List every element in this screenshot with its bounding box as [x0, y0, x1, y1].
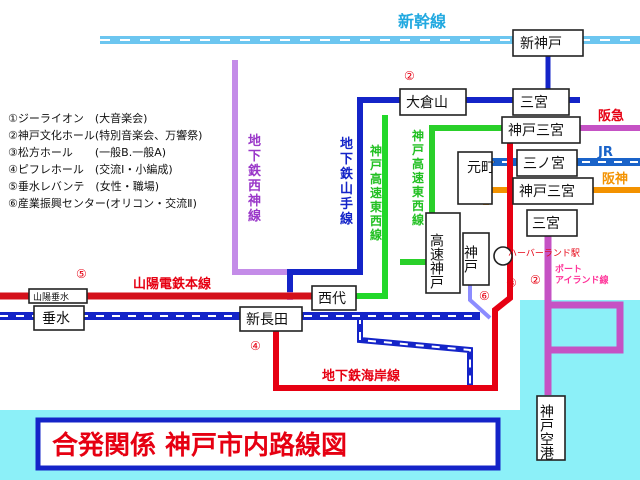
station-kobe[interactable] — [462, 232, 490, 286]
station-kobe-sannomiya-hanshin[interactable]: 神戸三宮 — [512, 177, 594, 205]
venue-marker-3: ③ — [506, 276, 517, 290]
kosoku-namboku-line — [468, 285, 492, 320]
station-kosoku-kobe[interactable] — [425, 212, 461, 294]
station-sannomiya-port[interactable]: 三宮 — [526, 209, 578, 237]
svg-text:三宮: 三宮 — [520, 95, 548, 111]
venue-marker-4: ④ — [250, 339, 261, 353]
kosoku-tozai-line-2 — [400, 125, 510, 265]
shinkansen-label: 新幹線 — [398, 12, 446, 31]
svg-text:神戸三宮: 神戸三宮 — [508, 123, 564, 139]
svg-text:三宮: 三宮 — [532, 216, 560, 232]
station-kobe-sannomiya-hankyu[interactable]: 神戸三宮 — [501, 116, 581, 144]
svg-text:新長田: 新長田 — [246, 312, 288, 328]
svg-text:元町: 元町 — [467, 160, 495, 176]
hanshin-label: 阪神 — [602, 171, 628, 187]
venue-item: ⑥産業振興センター(オリコン・交流Ⅱ) — [8, 196, 197, 210]
station-kobe-airport-label: 神戸空港 — [538, 404, 554, 460]
svg-text:山陽垂水: 山陽垂水 — [33, 291, 69, 303]
station-kobe-airport[interactable] — [536, 395, 566, 461]
venue-item: ①ジーライオン (大音楽会) — [8, 111, 147, 125]
venue-marker-2-okurayama: ② — [404, 69, 415, 83]
hankyu-label: 阪急 — [598, 108, 624, 124]
venue-item: ③松方ホール (一般B.一般A) — [8, 145, 166, 159]
kaigan-label: 地下鉄海岸線 — [322, 368, 401, 384]
kosoku-tozai-label: 神戸高速東西線 — [370, 143, 382, 242]
venue-marker-2-port: ② — [530, 273, 541, 287]
kaigan-line — [273, 140, 513, 391]
kosoku-tozai-label-2: 神戸高速東西線 — [412, 128, 424, 227]
map-title: 合発関係 神戸市内路線図 — [52, 430, 347, 461]
seishin-label: 地下鉄西神線 — [248, 133, 262, 224]
station-sannomiya-jr[interactable]: 三ノ宮 — [516, 149, 578, 177]
svg-text:西代: 西代 — [318, 291, 346, 307]
kosoku-branch-line — [357, 316, 473, 385]
station-kobe-label: 神戸 — [462, 245, 478, 273]
yamate-label: 地下鉄山手線 — [340, 136, 354, 227]
venue-marker-6: ⑥ — [479, 289, 490, 303]
seishin-line — [232, 60, 293, 300]
portliner-label: ポートアイランド線 — [555, 263, 609, 286]
venue-item: ②神戸文化ホール(特別音楽会、万響祭) — [8, 128, 202, 142]
station-harborland[interactable] — [493, 246, 513, 266]
station-okurayama[interactable]: 大倉山 — [399, 88, 467, 116]
station-tarumi[interactable]: 垂水 — [33, 305, 85, 331]
station-shin-kobe[interactable]: 新神戸 — [512, 29, 584, 57]
svg-text:神戸三宮: 神戸三宮 — [519, 184, 575, 200]
station-sannomiya-yamate[interactable]: 三宮 — [512, 88, 570, 116]
jr-label: JR — [597, 145, 613, 160]
venue-marker-5: ⑤ — [76, 267, 87, 281]
sanyo-label: 山陽電鉄本線 — [133, 276, 212, 292]
venue-list: ①ジーライオン (大音楽会) ②神戸文化ホール(特別音楽会、万響祭) ③松方ホー… — [8, 111, 202, 210]
station-motomachi[interactable]: 元町 — [457, 151, 495, 205]
station-shin-nagata[interactable]: 新長田 — [239, 306, 303, 332]
station-sanyo-tarumi[interactable]: 山陽垂水 — [28, 288, 88, 304]
venue-item: ④ピフレホール (交流Ⅰ・小編成) — [8, 162, 173, 176]
svg-text:垂水: 垂水 — [42, 311, 70, 327]
venue-item: ⑤垂水レバンテ (女性・職場) — [8, 179, 159, 193]
station-kosoku-kobe-label: 高速神戸 — [428, 232, 444, 289]
svg-text:三ノ宮: 三ノ宮 — [523, 156, 565, 172]
portliner-loop — [548, 301, 624, 354]
harborland-label: ハーバーランド駅 — [508, 248, 580, 259]
map-title-box: 合発関係 神戸市内路線図 — [35, 417, 501, 471]
svg-text:新神戸: 新神戸 — [520, 36, 562, 52]
station-saidai[interactable]: 西代 — [311, 285, 357, 311]
svg-text:大倉山: 大倉山 — [406, 95, 448, 111]
